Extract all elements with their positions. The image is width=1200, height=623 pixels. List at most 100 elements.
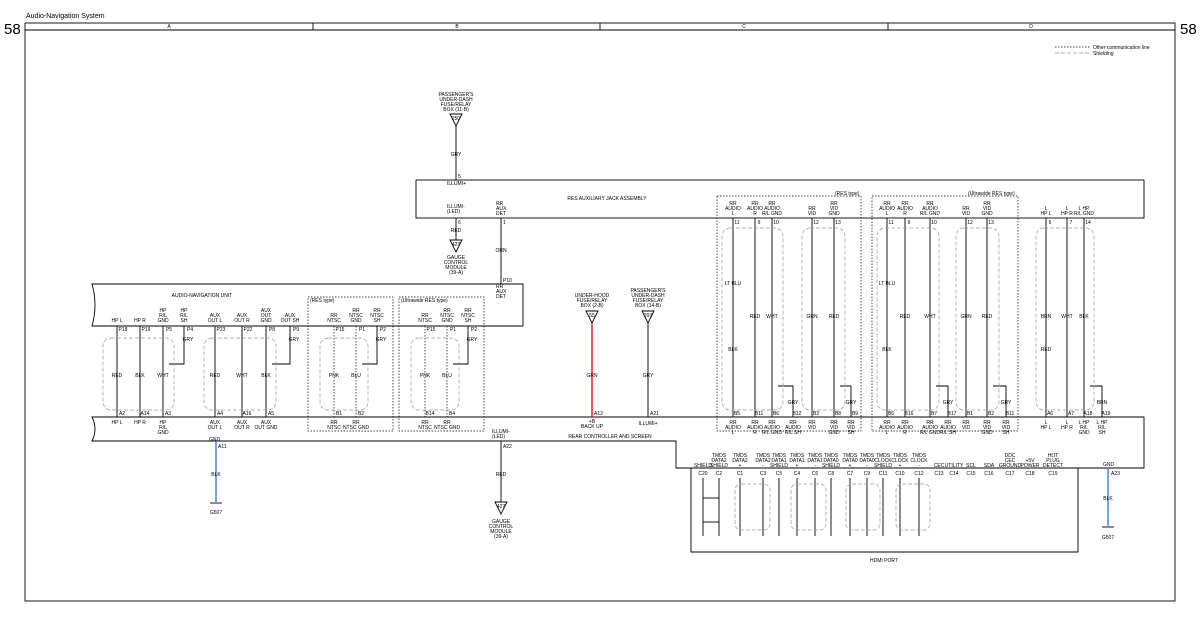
pin-number: P15 <box>427 327 436 333</box>
pin-number: P15 <box>336 327 345 333</box>
rear-controller-and-screen <box>91 416 1145 469</box>
hdmi-signal-label: + <box>849 463 852 469</box>
rc-pin-label: AUDIO <box>879 425 895 431</box>
pin-number: P1 <box>359 327 365 333</box>
wire-color: BLK <box>1103 496 1113 502</box>
wire-color: RED <box>982 314 993 320</box>
rc-pin-label: AUDIO <box>725 425 741 431</box>
hdmi-signal-label: CEC <box>934 463 945 469</box>
rc-pin-label: RR <box>1002 420 1010 426</box>
rc-pin-label: R/L <box>1080 425 1088 431</box>
hdmi-signal-label: TMDS <box>733 453 748 459</box>
pin-number: 10 <box>773 220 779 226</box>
pin-number: B7 <box>931 411 937 417</box>
pin-number: C11 <box>879 471 888 477</box>
wire-color: ORN <box>495 248 507 254</box>
pin-number: P19 <box>142 327 151 333</box>
hdmi-signal-label: DATA2 <box>711 458 727 464</box>
nav-pin-label: RR <box>352 308 360 314</box>
pin-number: B2 <box>358 411 364 417</box>
shielding <box>410 337 460 411</box>
res-pin-label: RR <box>751 201 759 207</box>
pin-number: A4 <box>217 411 223 417</box>
res-pin-label: AUDIO <box>897 206 913 212</box>
column-label-c: C <box>742 24 746 30</box>
pin-number: B14 <box>426 411 435 417</box>
hdmi-signal-label: DDC <box>1005 453 1016 459</box>
res-pin-label: RR <box>901 201 909 207</box>
wire-color: BLK <box>728 347 738 353</box>
fuse-number: 427 <box>452 242 461 248</box>
gauge-module-label: CONTROL <box>444 260 469 266</box>
pin-number: B4 <box>449 411 455 417</box>
backup-label: BACK UP <box>581 424 604 430</box>
rc-pin-label: RR <box>352 420 360 426</box>
res-type-group <box>307 296 394 432</box>
nav-pin-label: R/L <box>180 313 188 319</box>
res-type-label-right: (RES type) <box>835 191 860 197</box>
rc-pin-label: RR <box>883 420 891 426</box>
res-auxiliary-jack-assembly <box>415 179 1145 219</box>
ultrawide-res-type-label: (Ultrawide RES type) <box>401 298 448 304</box>
pin-number: C16 <box>984 471 993 477</box>
wire-color: GRY <box>376 337 387 343</box>
wire-color: LT BLU <box>725 281 742 287</box>
underdash2-label: UNDER-DASH <box>631 293 665 299</box>
rc-pin-label: HP R <box>134 420 146 426</box>
nav-pin-label: GND <box>260 318 272 324</box>
hdmi-signal-label: UTILITY <box>945 463 964 469</box>
hdmi-signal-label: + <box>899 463 902 469</box>
wire-color: BLU <box>442 373 452 379</box>
wire-color: BLK <box>261 373 271 379</box>
rc-pin-label: NTSC GND <box>343 425 370 431</box>
res-pin-label: L <box>732 211 735 217</box>
gauge-module-label: CONTROL <box>489 524 514 530</box>
wire-color: WHT <box>924 314 935 320</box>
pin-number: A21 <box>650 411 659 417</box>
rc-pin-label: SH <box>1003 430 1010 436</box>
pin-number: A22 <box>503 444 512 450</box>
pin-number: A12 <box>594 411 603 417</box>
nav-pin-label: AUX <box>237 313 248 319</box>
hdmi-signal-label: DATA2 <box>755 458 771 464</box>
res-pin-label: AUDIO <box>922 206 938 212</box>
underhood-label: FUSE/RELAY <box>577 298 608 304</box>
rc-pin-label: OUT L <box>208 425 223 431</box>
rc-illumi-label: (LED) <box>492 434 505 440</box>
rc-pin-label: L <box>1066 420 1069 426</box>
rc-pin-label: L <box>1045 420 1048 426</box>
fuse-symbol <box>494 501 508 516</box>
nav-pin-label: HP R <box>134 318 146 324</box>
res-aux-det-label: AUX <box>496 206 507 212</box>
underdash2-label: FUSE/RELAY <box>633 298 664 304</box>
hdmi-signal-label: TMDS <box>912 453 927 459</box>
pin-number: P9 <box>293 327 299 333</box>
rc-pin-label: R/L GND <box>920 430 940 436</box>
nav-pin-label: RR <box>443 308 451 314</box>
pin-number: P8 <box>269 327 275 333</box>
fuse-symbol <box>449 239 463 254</box>
gnd-label: GND <box>209 437 221 443</box>
hdmi-signal-label: SHIELD <box>694 463 712 469</box>
shielding <box>102 337 175 411</box>
nav-aux-det-label: AUX <box>496 289 507 295</box>
pin-number: 1 <box>503 220 506 226</box>
res-pin-label: VID <box>830 206 839 212</box>
pin-number: P5 <box>166 327 172 333</box>
nav-pin-label: SH <box>181 318 188 324</box>
res-pin-label: L HP <box>1079 206 1091 212</box>
pin-number: B1 <box>967 411 973 417</box>
rc-pin-label: RR <box>983 420 991 426</box>
hdmi-signal-label: SCL <box>966 463 976 469</box>
rc-pin-label: SH <box>848 430 855 436</box>
rc-pin-label: AUX <box>237 420 248 426</box>
pin-number: 11 <box>734 220 739 226</box>
pin-number: C2 <box>716 471 723 477</box>
res-pin-label: RR <box>729 201 737 207</box>
res-pin-label: R <box>903 211 907 217</box>
pin-number: 5 <box>458 174 461 180</box>
hdmi-signal-label: TMDS <box>843 453 858 459</box>
gauge-module-label: MODULE <box>445 265 467 271</box>
page-number-left: 58 <box>4 21 21 38</box>
